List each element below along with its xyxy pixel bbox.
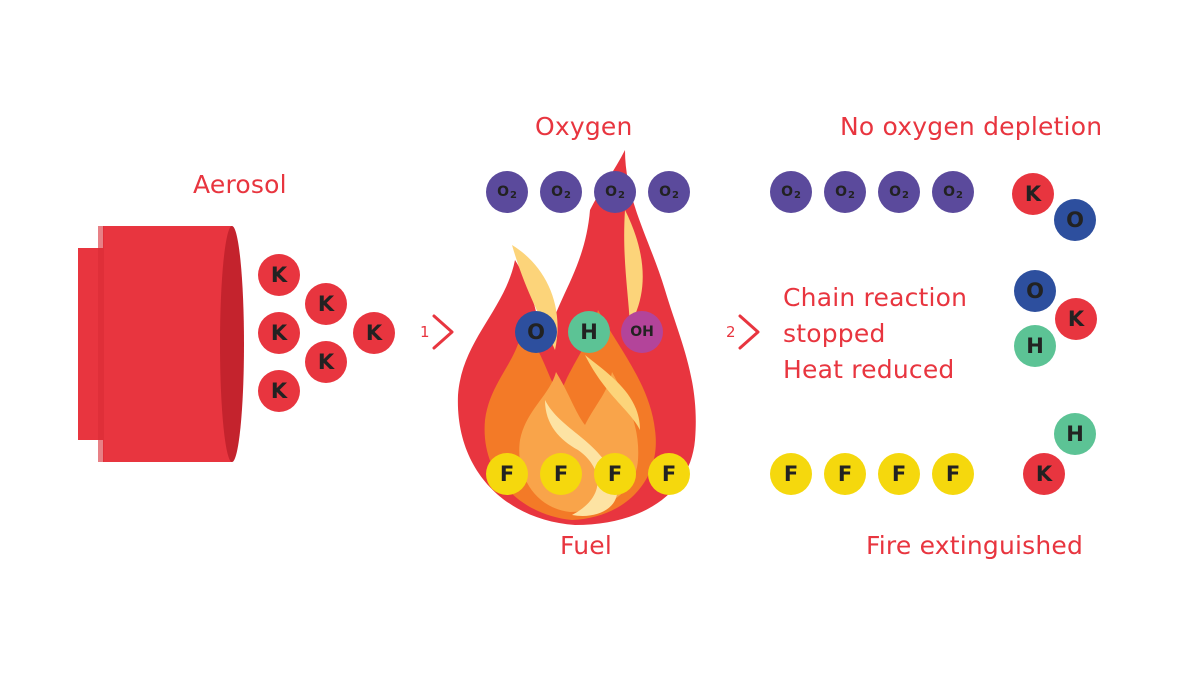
fuel-molecule: F (824, 453, 866, 495)
potassium-particle: K (258, 312, 300, 354)
fuel-molecule: F (594, 453, 636, 495)
potassium-particle: K (305, 283, 347, 325)
potassium-particle: K (1012, 173, 1054, 215)
fuel-molecule: F (540, 453, 582, 495)
step-two-number: 2 (726, 323, 736, 341)
step-arrows (432, 314, 760, 350)
oxygen-label: Oxygen (535, 112, 633, 141)
no-oxygen-depletion-label: No oxygen depletion (840, 112, 1103, 141)
oxygen-radical: O (515, 311, 557, 353)
potassium-particle: K (1055, 298, 1097, 340)
hydrogen-radical: H (568, 311, 610, 353)
aerosol-label: Aerosol (193, 170, 287, 199)
hydroxide-radical: OH (621, 311, 663, 353)
fuel-molecule: F (932, 453, 974, 495)
hydrogen-atom: H (1054, 413, 1096, 455)
fuel-molecule: F (648, 453, 690, 495)
fuel-molecule: F (486, 453, 528, 495)
fuel-label: Fuel (560, 531, 612, 560)
fire-extinguished-label: Fire extinguished (866, 531, 1084, 560)
step-one-number: 1 (420, 323, 430, 341)
hydrogen-atom: H (1014, 325, 1056, 367)
chain-reaction-label: Chain reaction stopped Heat reduced (783, 280, 1013, 388)
chain-reaction-line-3: Heat reduced (783, 355, 955, 384)
fuel-molecule: F (770, 453, 812, 495)
oxygen-atom: O (1054, 199, 1096, 241)
oxygen-atom: O (1014, 270, 1056, 312)
chain-reaction-line-1: Chain reaction (783, 283, 968, 312)
potassium-particle: K (1023, 453, 1065, 495)
aerosol-canister (78, 226, 244, 462)
chain-reaction-line-2: stopped (783, 319, 886, 348)
potassium-particle: K (258, 254, 300, 296)
potassium-particle: K (305, 341, 347, 383)
fuel-molecule: F (878, 453, 920, 495)
potassium-particle: K (353, 312, 395, 354)
potassium-particle: K (258, 370, 300, 412)
